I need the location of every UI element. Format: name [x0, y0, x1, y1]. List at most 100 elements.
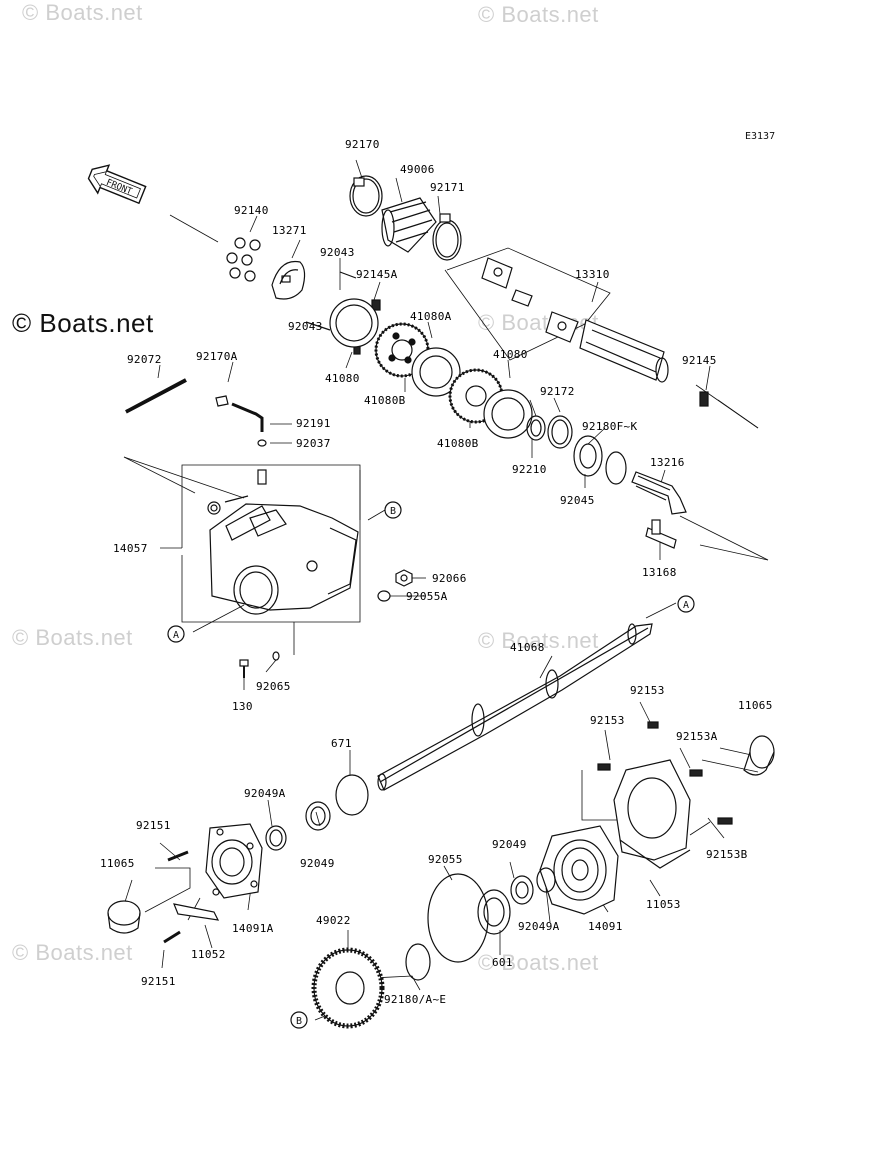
part-label: 92049	[492, 838, 527, 851]
svg-text:A: A	[173, 630, 179, 641]
oring-92055	[427, 873, 489, 963]
part-label: 92055	[428, 853, 463, 866]
bearing-601	[477, 889, 511, 935]
part-label: 92172	[540, 385, 575, 398]
part-label: 92170A	[196, 350, 238, 363]
balls-92140	[226, 237, 261, 282]
housing-14091A	[205, 823, 263, 899]
vent-fitting	[257, 469, 267, 485]
bolt-92153A	[689, 769, 703, 777]
part-label: 49022	[316, 914, 351, 927]
part-label: 92153	[630, 684, 665, 697]
boot-49006	[381, 197, 437, 253]
part-label: 14057	[113, 542, 148, 555]
svg-text:B: B	[296, 1016, 302, 1027]
part-label: 41080A	[410, 310, 452, 323]
clamp-92170A	[215, 395, 229, 407]
callout-b-top: B	[384, 501, 402, 519]
pins	[305, 271, 381, 355]
part-label: 41080B	[364, 394, 406, 407]
part-label: 92180/A~E	[384, 993, 447, 1006]
bushing-11065-right	[743, 735, 775, 776]
seal-92049A-left	[265, 825, 287, 851]
gear-case-14057	[207, 495, 359, 615]
seal-92210	[526, 415, 546, 441]
bolt-92153-b	[597, 763, 611, 771]
part-label: 92065	[256, 680, 291, 693]
watermark: © Boats.net	[478, 2, 599, 27]
part-label: 92180F~K	[582, 420, 638, 433]
part-label: 92055A	[406, 590, 448, 603]
part-label: 92151	[141, 975, 176, 988]
front-arrow-icon: FRONT	[87, 164, 147, 205]
svg-text:A: A	[683, 600, 689, 611]
part-label: 92045	[560, 494, 595, 507]
part-label: 11053	[646, 898, 681, 911]
part-label: 92049	[300, 857, 335, 870]
part-label: 13168	[642, 566, 677, 579]
part-label: 92037	[296, 437, 331, 450]
part-label: 92066	[432, 572, 467, 585]
seal-92049A-right	[536, 867, 556, 893]
seal-92172	[547, 415, 573, 449]
callout-a-left: A	[167, 625, 185, 643]
bearing-92045	[573, 435, 603, 477]
part-label: 92171	[430, 181, 465, 194]
part-label: 41080	[325, 372, 360, 385]
part-label: 92145	[682, 354, 717, 367]
shim-92180FK	[605, 451, 627, 485]
part-label: 130	[232, 700, 253, 713]
plate-11052	[173, 903, 220, 921]
diagram-code: E3137	[745, 131, 776, 142]
part-label: 92170	[345, 138, 380, 151]
nut-92066	[395, 569, 413, 587]
watermark: © Boats.net	[22, 0, 143, 25]
cover-11053	[613, 759, 691, 869]
clamp-92171	[432, 213, 462, 261]
part-label: 11052	[191, 948, 226, 961]
part-label: 49006	[400, 163, 435, 176]
drive-shaft-41068	[377, 623, 653, 791]
part-label: 41080	[493, 348, 528, 361]
part-label: 13310	[575, 268, 610, 281]
part-label: 92210	[512, 463, 547, 476]
housing-14091	[539, 825, 619, 915]
part-label: 13216	[650, 456, 685, 469]
part-label: 601	[492, 956, 513, 969]
callout-b-bottom: B	[290, 1011, 308, 1029]
part-label: 92072	[127, 353, 162, 366]
part-label: 11065	[100, 857, 135, 870]
clamp-92170	[349, 175, 383, 217]
oring-671	[335, 774, 369, 816]
part-label: 671	[331, 737, 352, 750]
part-label: 14091	[588, 920, 623, 933]
part-label: 92049A	[518, 920, 560, 933]
part-label: 92191	[296, 417, 331, 430]
part-label: 92043	[320, 246, 355, 259]
plate-41080-right	[483, 389, 533, 439]
watermark: © Boats.net	[478, 950, 599, 975]
bolt-92153-a	[647, 721, 659, 729]
pinion-13216	[631, 471, 687, 515]
part-label: 92140	[234, 204, 269, 217]
part-label: 14091A	[232, 922, 274, 935]
plate-41080A	[411, 347, 461, 397]
callout-a-right: A	[677, 595, 695, 613]
bushing-11065-left	[107, 900, 141, 934]
bearing-92049-right	[510, 875, 534, 905]
bolt-92151-top	[167, 850, 189, 862]
bearing-92049-left	[305, 801, 331, 831]
clip-92037	[257, 439, 267, 447]
spring-92145	[699, 391, 709, 407]
part-label: 92153	[590, 714, 625, 727]
part-label: 92153A	[676, 730, 718, 743]
bolt-92151-bottom	[163, 930, 181, 944]
plate-41080-left	[329, 298, 379, 348]
part-label: 41080B	[437, 437, 479, 450]
watermark: © Boats.net	[478, 628, 599, 653]
bolt-130	[239, 659, 249, 678]
shim-92180AE	[405, 943, 431, 981]
propeller-shaft-13310	[481, 257, 669, 383]
part-label: 92049A	[244, 787, 286, 800]
